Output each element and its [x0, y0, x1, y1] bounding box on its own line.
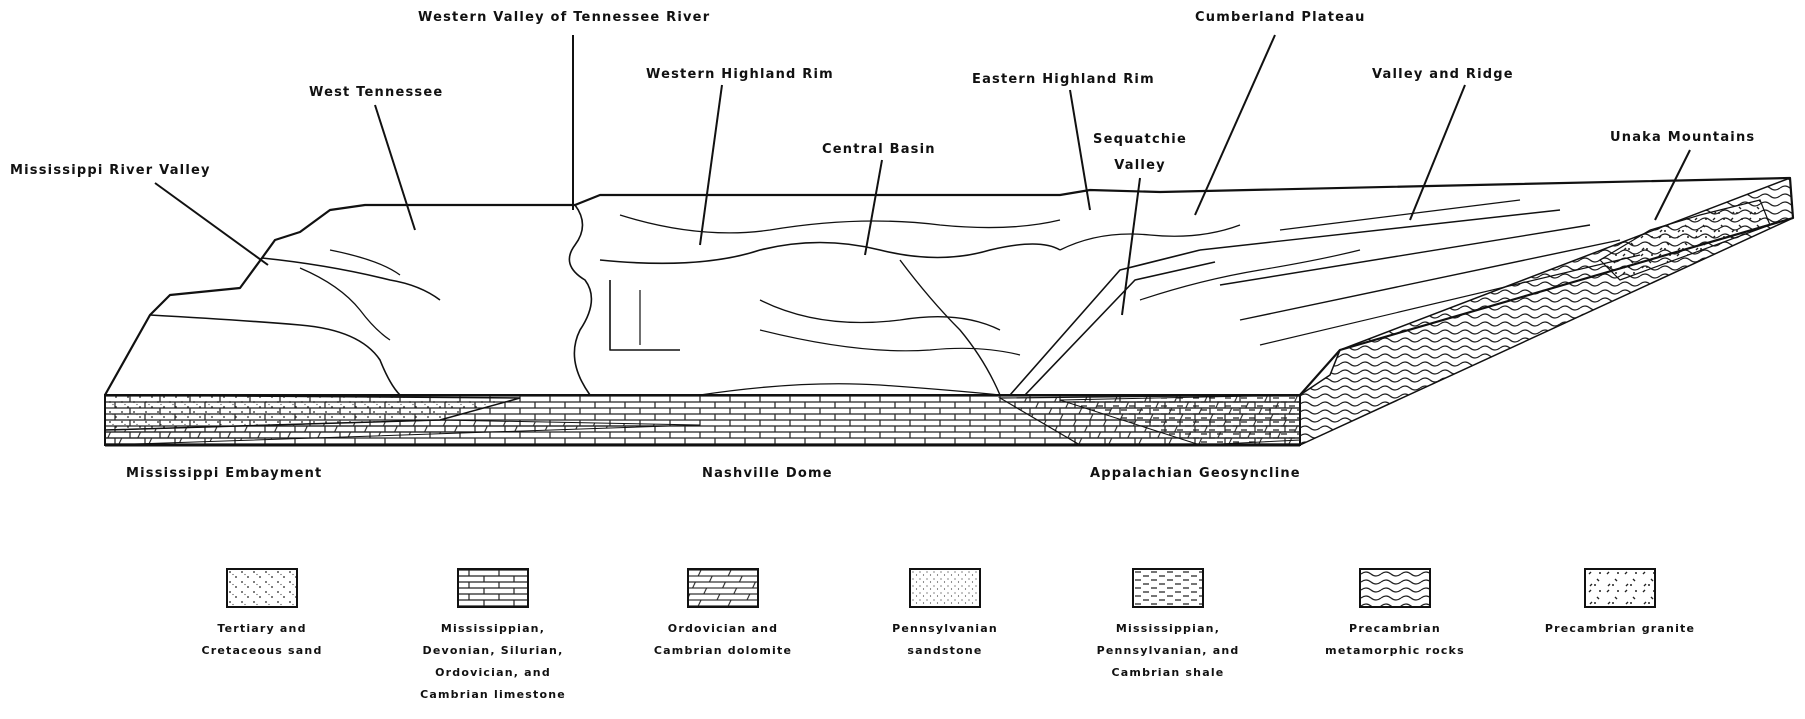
- legend-caption-line: Cambrian dolomite: [654, 640, 792, 662]
- label-unaka-mountains: Unaka Mountains: [1610, 130, 1755, 145]
- legend-caption-line: Tertiary and: [201, 618, 322, 640]
- label-mississippi-embayment: Mississippi Embayment: [126, 466, 322, 481]
- label-western-highland-rim: Western Highland Rim: [646, 67, 834, 82]
- legend-swatch-mississippian-limestone: [457, 568, 529, 608]
- legend-caption-line: Mississippian,: [1097, 618, 1240, 640]
- label-eastern-highland-rim: Eastern Highland Rim: [972, 72, 1155, 87]
- legend-caption-line: Cretaceous sand: [201, 640, 322, 662]
- legend-swatch-precambrian-granite: [1584, 568, 1656, 608]
- legend-caption-mississippian-limestone: Mississippian,Devonian, Silurian,Ordovic…: [420, 618, 566, 706]
- label-appalachian-geosyncline: Appalachian Geosyncline: [1090, 466, 1301, 481]
- legend-caption-line: sandstone: [892, 640, 998, 662]
- legend-caption-line: Cambrian shale: [1097, 662, 1240, 684]
- label-cumberland-plateau: Cumberland Plateau: [1195, 10, 1366, 25]
- label-western-valley: Western Valley of Tennessee River: [418, 10, 710, 25]
- legend-swatch-tertiary-cretaceous-sand: [226, 568, 298, 608]
- legend-caption-line: Pennsylvanian: [892, 618, 998, 640]
- label-nashville-dome: Nashville Dome: [702, 466, 833, 481]
- legend-caption-line: Devonian, Silurian,: [420, 640, 566, 662]
- legend-caption-precambrian-granite: Precambrian granite: [1545, 618, 1695, 640]
- label-sequatchie: Sequatchie: [1093, 132, 1187, 147]
- legend-caption-line: Cambrian limestone: [420, 684, 566, 706]
- legend-caption-line: Ordovician and: [654, 618, 792, 640]
- label-valley-and-ridge: Valley and Ridge: [1372, 67, 1514, 82]
- label-central-basin: Central Basin: [822, 142, 936, 157]
- legend-caption-line: Mississippian,: [420, 618, 566, 640]
- legend-caption-line: Ordovician, and: [420, 662, 566, 684]
- block-front-section: [105, 178, 1793, 445]
- label-west-tennessee: West Tennessee: [309, 85, 443, 100]
- legend-swatch-pennsylvanian-sandstone: [909, 568, 981, 608]
- legend-caption-line: Pennsylvanian, and: [1097, 640, 1240, 662]
- legend-swatch-ordovician-cambrian-dolomite: [687, 568, 759, 608]
- legend-caption-line: metamorphic rocks: [1325, 640, 1465, 662]
- legend-swatch-mississippian-shale: [1132, 568, 1204, 608]
- label-mississippi-river-valley: Mississippi River Valley: [10, 163, 211, 178]
- label-valley: Valley: [1114, 158, 1166, 173]
- legend-caption-line: Precambrian: [1325, 618, 1465, 640]
- legend-swatch-precambrian-metamorphic: [1359, 568, 1431, 608]
- legend-caption-line: Precambrian granite: [1545, 618, 1695, 640]
